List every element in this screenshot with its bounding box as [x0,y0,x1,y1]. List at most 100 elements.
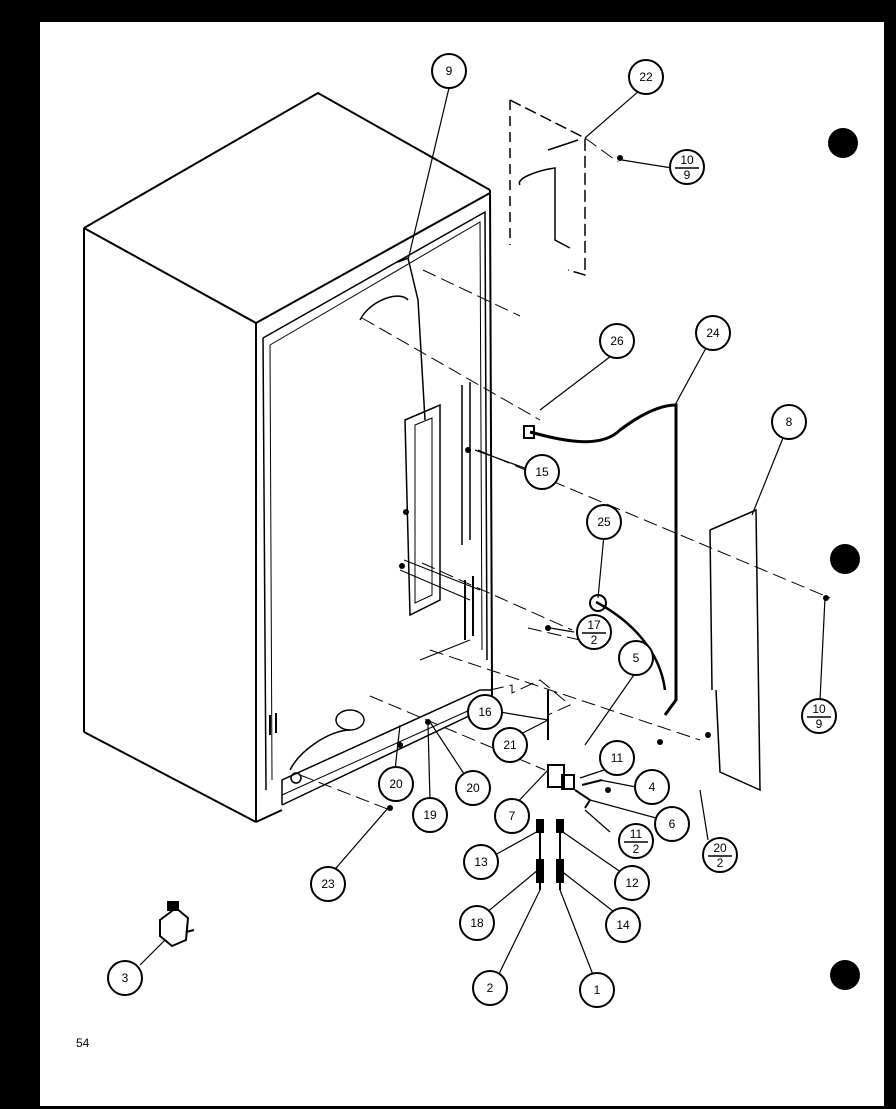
callout-number: 21 [503,738,517,752]
callout-number: 25 [597,515,611,529]
callout-number: 23 [321,877,335,891]
callout-circle [579,972,615,1008]
callout-number: 20 [389,777,403,791]
callout-c11a: 11 [599,740,635,776]
callout-circle [455,770,491,806]
callout-number: 10 [680,153,694,167]
callout-circle [654,806,690,842]
callout-number: 16 [478,705,492,719]
callout-page-ref: 2 [717,856,724,870]
callout-circle [459,905,495,941]
callout-circle [618,823,654,859]
callout-circle [695,315,731,351]
callout-circle [576,614,612,650]
refrigerator-rear-exploded-view: 9221092624815251721095162111461127202019… [83,53,837,1008]
callout-circle [463,844,499,880]
callout-c5: 5 [618,640,654,676]
callout-circle [605,907,641,943]
callout-number: 13 [474,855,488,869]
callout-number: 20 [466,781,480,795]
callout-circle [618,640,654,676]
callout-number: 5 [633,651,640,665]
binder-hole-middle [830,544,860,574]
dashed-guide-lines [299,137,831,811]
callout-page-ref: 2 [591,633,598,647]
saddle-valve-part [159,901,195,948]
rear-panel-upper [509,99,586,277]
callout-circle [412,797,448,833]
callout-c11b: 112 [618,823,654,859]
callout-page-ref: 9 [684,168,691,182]
callout-circle [467,694,503,730]
callout-c16: 16 [467,694,503,730]
callout-c4: 4 [634,769,670,805]
callout-c10a: 109 [669,149,705,185]
callout-number: 7 [509,809,516,823]
callout-number: 11 [630,827,643,841]
callout-c20c: 202 [702,837,738,873]
callout-circle [771,404,807,440]
callout-c13: 13 [463,844,499,880]
callout-number: 24 [706,326,720,340]
callout-circle [378,766,414,802]
callout-number: 1 [594,983,601,997]
callout-number: 14 [616,918,630,932]
callout-page-ref: 9 [816,717,823,731]
callout-c15: 15 [524,454,560,490]
callout-circle [492,727,528,763]
callout-circle [524,454,560,490]
callout-c10b: 109 [801,698,837,734]
callout-number: 20 [713,841,727,855]
callout-number: 26 [610,334,624,348]
callout-c7: 7 [494,798,530,834]
callout-circle [494,798,530,834]
callout-c25: 25 [586,504,622,540]
callout-circle [634,769,670,805]
callout-c20a: 20 [378,766,414,802]
callout-circle [472,970,508,1006]
small-fasteners [387,155,829,811]
binder-hole-top [828,128,858,158]
callout-number: 10 [812,702,826,716]
binder-hole-bottom [830,960,860,990]
callout-number: 12 [625,876,639,890]
callout-number: 18 [470,916,484,930]
callout-circle [599,740,635,776]
callout-circle [310,866,346,902]
callout-number: 2 [487,981,494,995]
callout-number: 9 [446,64,453,78]
callout-circle [599,323,635,359]
callout-circle [628,59,664,95]
callout-circle [669,149,705,185]
callout-c26: 26 [599,323,635,359]
callout-c22: 22 [628,59,664,95]
callout-number: 4 [649,780,656,794]
page-number: 54 [76,1036,90,1050]
callout-number: 6 [669,817,676,831]
callout-number: 17 [587,618,601,632]
callout-circle [702,837,738,873]
callout-number: 15 [535,465,549,479]
callout-c14: 14 [605,907,641,943]
callout-number: 11 [611,751,624,765]
cabinet-outline [83,91,493,823]
callout-c23: 23 [310,866,346,902]
water-valve-assembly [536,690,603,890]
callout-c8: 8 [771,404,807,440]
callout-circle [801,698,837,734]
callout-c3: 3 [107,960,143,996]
callout-circle [586,504,622,540]
callout-circle [107,960,143,996]
callout-c24: 24 [695,315,731,351]
callout-number: 22 [639,70,653,84]
callout-c21: 21 [492,727,528,763]
callout-number: 8 [786,415,793,429]
callout-c18: 18 [459,905,495,941]
callout-c2: 2 [472,970,508,1006]
callout-c12: 12 [614,865,650,901]
callout-c20b: 20 [455,770,491,806]
callout-number: 19 [423,808,437,822]
callout-c1: 1 [579,972,615,1008]
callout-number: 3 [122,971,129,985]
